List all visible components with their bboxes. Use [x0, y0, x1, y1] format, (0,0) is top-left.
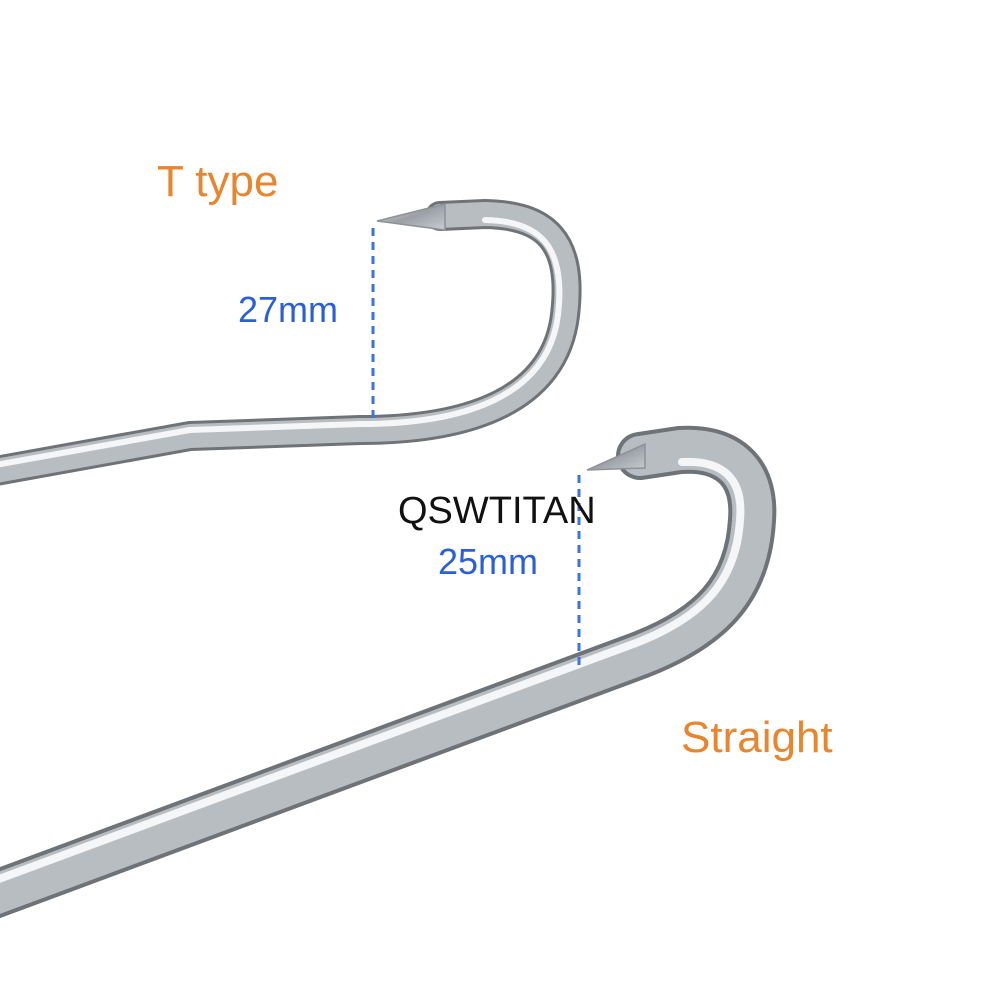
t-type-height-label: 27mm [238, 289, 339, 330]
straight-hook [0, 425, 777, 919]
straight-hook-tip [586, 442, 646, 471]
t-type-hook-body [0, 202, 579, 483]
t-type-hook [0, 199, 582, 486]
t-type-hook-tip [376, 203, 446, 231]
straight-hook-highlight [0, 457, 745, 883]
straight-hook-body [0, 429, 773, 914]
brand-watermark: QSWTITAN [398, 490, 596, 532]
straight-height-label: 25mm [438, 541, 539, 582]
t-type-hook-highlight [0, 217, 563, 468]
t-type-label: T type [157, 157, 279, 206]
straight-label: Straight [681, 713, 833, 762]
